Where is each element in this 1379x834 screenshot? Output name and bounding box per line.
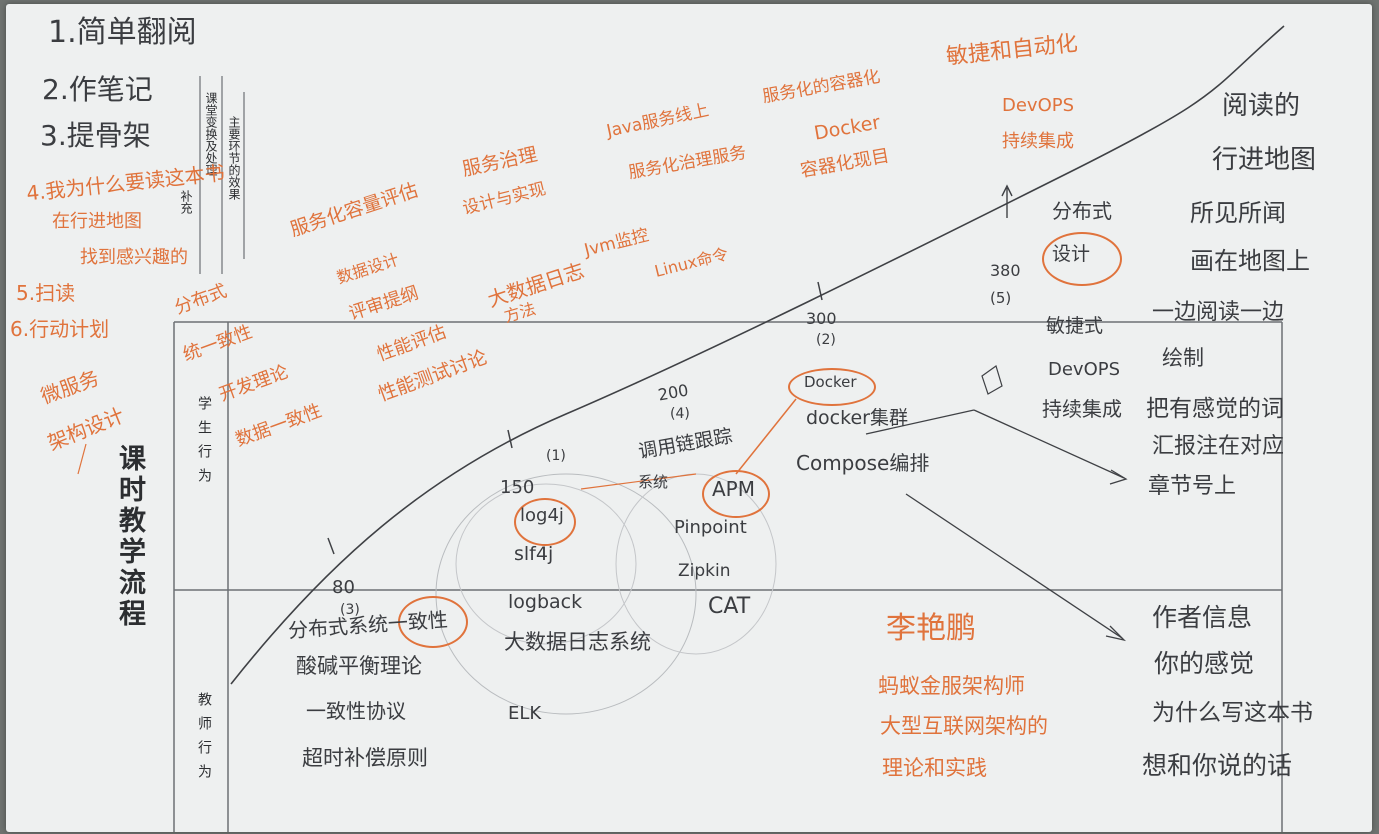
cluster-200-item-5: Zipkin [678,561,731,581]
highlight-circle-apm [702,470,770,518]
curve-label-150: 150 [500,477,535,498]
bottom-right-2: 你的感觉 [1154,649,1255,678]
cluster-150-item-4: 大数据日志系统 [504,630,651,654]
top-note-ci: 持续集成 [1002,131,1074,152]
bottom-right-4: 想和你说的话 [1142,751,1293,780]
cluster-150-item-5: ELK [508,703,542,724]
cluster-80-item-2: 酸碱平衡理论 [296,654,422,678]
cluster-150-item-2: slf4j [514,543,554,565]
right-note-8: 汇报注在对应 [1152,434,1285,459]
author-desc-3: 理论和实践 [882,756,987,780]
curve-label-150-sub: (1) [546,448,566,464]
highlight-circle-design [1042,232,1122,286]
cluster-80-item-3: 一致性协议 [306,699,406,723]
column-label-classroom: 课堂变换及处理 [204,92,218,176]
step-6: 6.行动计划 [10,317,110,341]
bottom-right-3: 为什么写这本书 [1152,700,1313,726]
right-note-7: 把有感觉的词 [1146,396,1284,422]
cluster-150-item-1: log4j [520,505,564,526]
step-4-sub-1: 在行进地图 [52,211,142,232]
highlight-circle-consistency [398,596,468,648]
right-note-5: 一边阅读一边 [1152,300,1285,325]
cluster-380-item-2: 设计 [1052,243,1091,265]
curve-label-380: 380 [990,261,1021,280]
author-desc-1: 蚂蚁金服架构师 [878,674,1025,698]
row-label-teacher: 教师行为 [196,692,212,788]
curve-label-80: 80 [332,577,355,598]
step-4-sub-2: 找到感兴趣的 [80,247,188,268]
column-label-effect: 主要环节的效果 [227,116,241,200]
bottom-right-1: 作者信息 [1152,603,1253,632]
cluster-300-item-2: docker集群 [806,407,908,429]
top-note-devops: DevOPS [1002,95,1075,116]
highlight-circle-log4j [514,498,576,546]
step-3: 3.提骨架 [40,119,151,152]
cluster-200-item-6: CAT [708,594,751,619]
cluster-80-item-4: 超时补偿原则 [302,746,428,770]
cluster-300-item-1: Docker [804,373,857,391]
author-name: 李艳鹏 [886,611,976,646]
cluster-380-item-1: 分布式 [1052,199,1112,223]
curve-label-80-sub: (3) [340,602,360,618]
cluster-380-item-4: DevOPS [1048,359,1121,380]
cluster-200-item-3: APM [712,477,755,501]
cluster-200-item-2: 系统 [638,473,669,491]
right-note-9: 章节号上 [1148,474,1237,499]
right-note-4: 画在地图上 [1190,247,1310,275]
worksheet-paper: 课时教学流程 学生行为 教师行为 补充 课堂变换及处理 主要环节的效果 1.简单… [6,4,1372,832]
highlight-circle-docker [788,368,876,406]
curve-label-200-sub: (4) [670,406,690,422]
curve-label-380-sub: (5) [990,289,1012,307]
step-1: 1.简单翻阅 [48,15,197,50]
right-note-3: 所见所闻 [1190,199,1286,227]
cluster-150-item-3: logback [508,591,583,613]
curve-label-300-sub: (2) [816,332,836,348]
right-note-1: 阅读的 [1222,91,1301,121]
step-2: 2.作笔记 [42,73,153,106]
cluster-380-item-3: 敏捷式 [1046,315,1104,337]
worksheet-lines [77,25,1285,832]
column-label-supplement: 补充 [179,190,193,214]
cluster-200-item-4: Pinpoint [674,517,747,538]
row-label-student: 学生行为 [196,396,212,492]
curve-label-300: 300 [806,309,837,328]
cluster-300-item-3: Compose编排 [796,451,930,475]
cluster-380-item-5: 持续集成 [1042,397,1122,421]
step-5: 5.扫读 [16,281,76,305]
form-title: 课时教学流程 [114,444,145,630]
right-note-2: 行进地图 [1212,145,1317,175]
author-desc-2: 大型互联网架构的 [880,714,1048,738]
right-note-6: 绘制 [1162,346,1204,370]
